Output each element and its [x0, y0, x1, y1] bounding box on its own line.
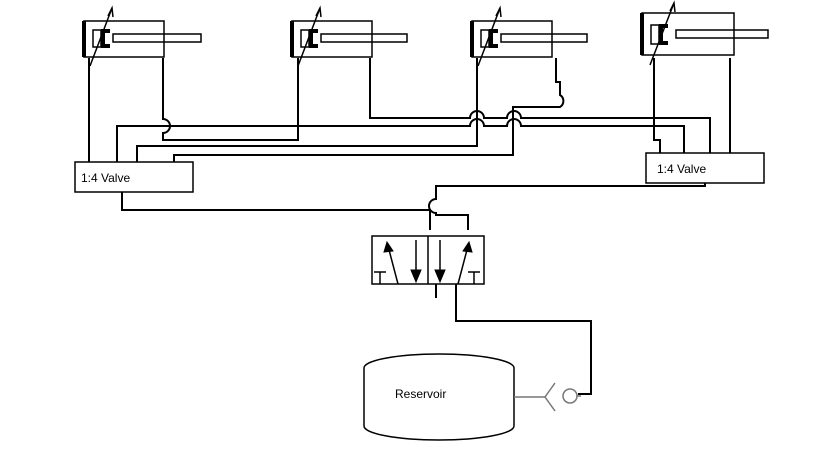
cylinder-4 — [640, 0, 769, 66]
cylinder-2 — [290, 5, 408, 67]
cylinder-1 — [82, 5, 202, 67]
directional-control-valve — [371, 235, 485, 298]
check-valve — [514, 382, 581, 412]
cylinder-3 — [470, 5, 588, 67]
reservoir-label: Reservoir — [395, 387, 447, 401]
valve-left-label: 1:4 Valve — [81, 171, 131, 185]
valve-right-label: 1:4 Valve — [657, 162, 707, 176]
pipelines — [88, 58, 731, 395]
valve-left-box — [74, 161, 194, 193]
reservoir — [363, 353, 515, 441]
